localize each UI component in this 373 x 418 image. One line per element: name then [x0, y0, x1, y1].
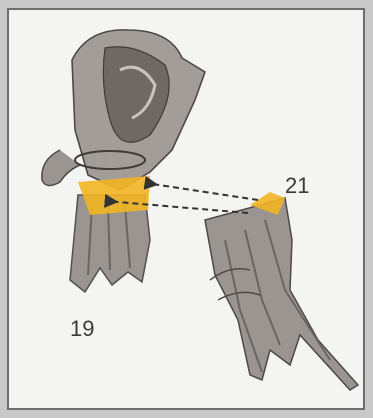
- figure-body-piece-icon: [42, 30, 205, 292]
- part-number-21: 21: [285, 175, 309, 197]
- joint-highlight-19: [78, 176, 150, 215]
- figure-leg-piece-icon: [205, 192, 358, 390]
- part-number-19: 19: [70, 318, 94, 340]
- dashed-arrow-icon: [146, 183, 258, 200]
